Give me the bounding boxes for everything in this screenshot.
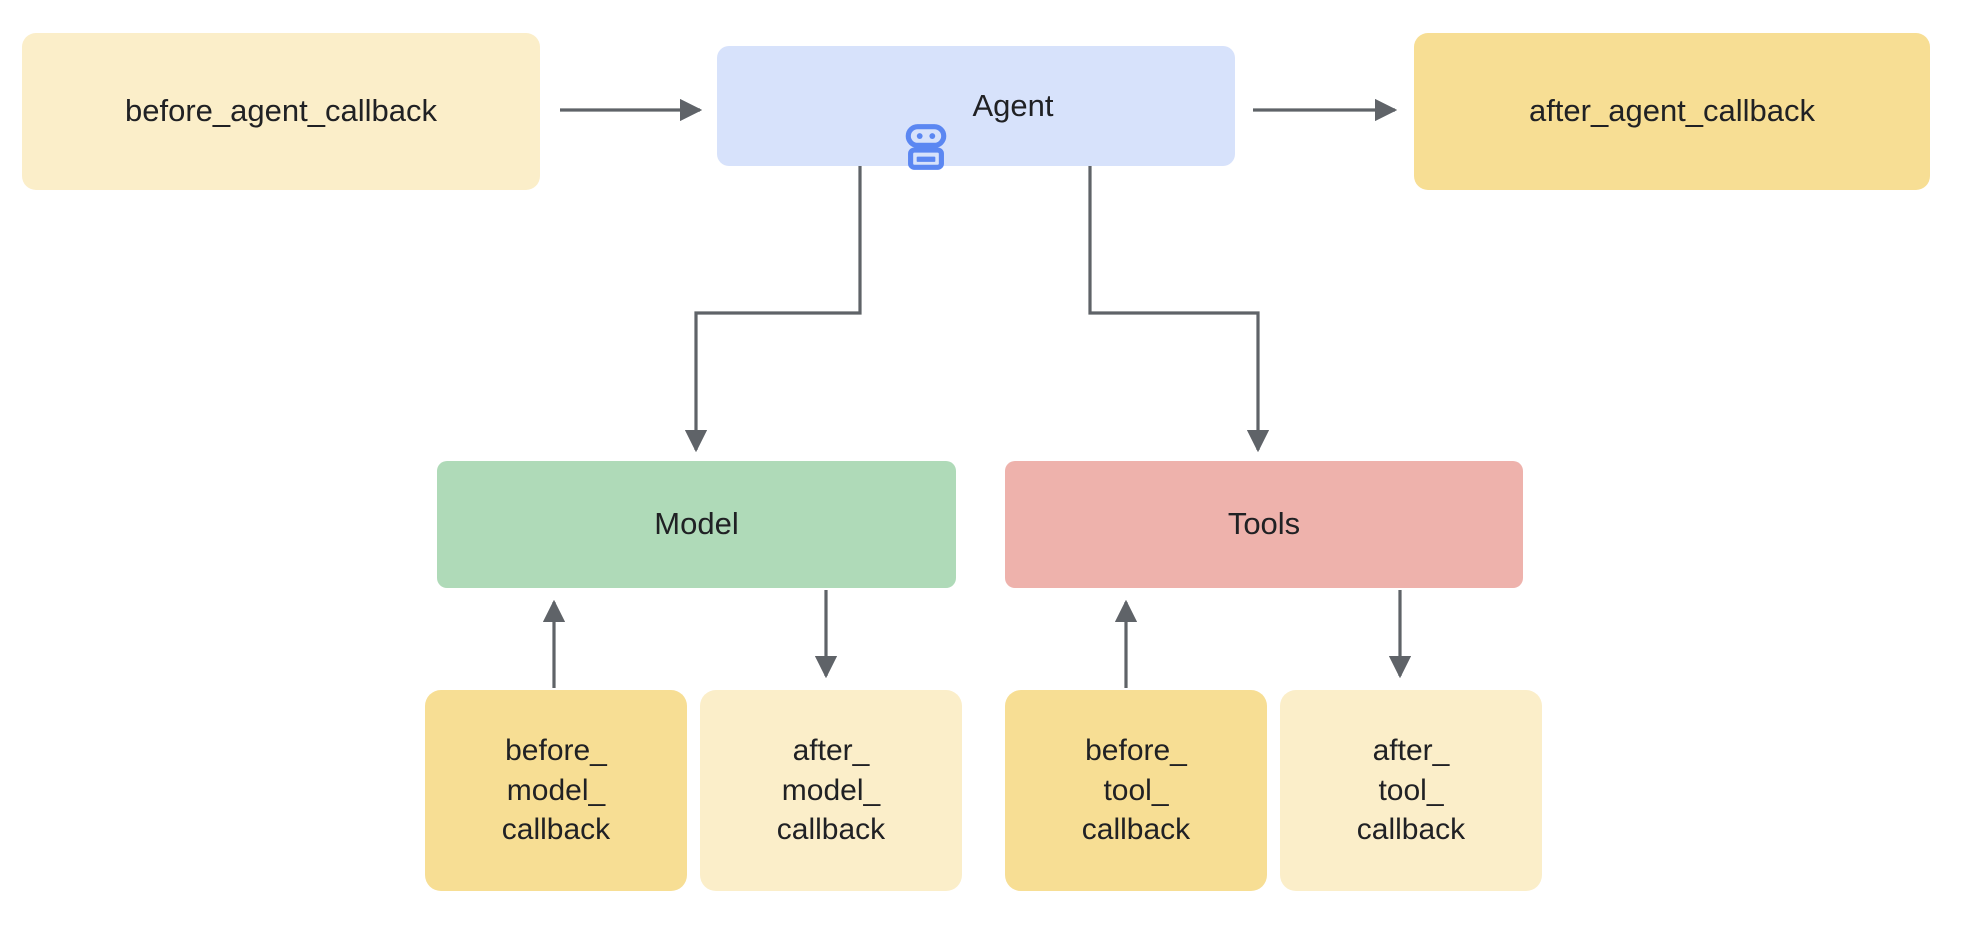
node-label: before_ tool_ callback (1081, 734, 1191, 847)
node-after-tool-callback[interactable]: after_ tool_ callback (1280, 690, 1542, 891)
node-after-model-callback[interactable]: after_ model_ callback (700, 690, 962, 891)
node-label: before_agent_callback (125, 93, 437, 129)
node-label: after_ tool_ callback (1356, 734, 1466, 847)
edge-agent-to-tools (1088, 166, 1270, 453)
node-label: before_ model_ callback (501, 734, 611, 847)
node-after-agent-callback[interactable]: after_agent_callback (1414, 33, 1930, 190)
edge-agent-to-model (684, 166, 862, 453)
node-label: after_agent_callback (1528, 93, 1816, 129)
robot-icon (898, 78, 954, 170)
node-label: Model (654, 506, 739, 542)
node-before-tool-callback[interactable]: before_ tool_ callback (1005, 690, 1267, 891)
node-label: Agent (972, 87, 1054, 123)
node-before-model-callback[interactable]: before_ model_ callback (425, 690, 687, 891)
node-before-agent-callback[interactable]: before_agent_callback (22, 33, 540, 190)
node-agent[interactable]: Agent (717, 46, 1235, 170)
node-model[interactable]: Model (437, 461, 956, 588)
node-label: after_ model_ callback (776, 734, 886, 847)
node-label: Tools (1227, 506, 1301, 542)
node-tools[interactable]: Tools (1005, 461, 1523, 588)
